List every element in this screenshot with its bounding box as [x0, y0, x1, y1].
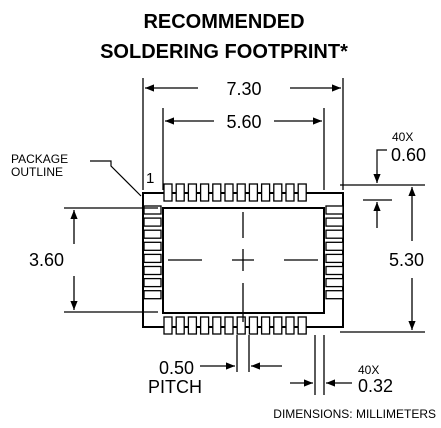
package-outline-label-1: PACKAGE — [11, 152, 68, 166]
pad-top — [199, 183, 210, 202]
pad-width-count: 40X — [358, 363, 379, 377]
title-line-1: RECOMMENDED — [143, 11, 304, 33]
package-outline-label-2: OUTLINE — [11, 165, 63, 179]
dim-overall-width-label: 7.30 — [226, 79, 261, 99]
pad-bottom — [199, 316, 210, 335]
center-lines — [168, 212, 318, 322]
dim-inner-height-label: 3.60 — [29, 250, 64, 270]
pad-right — [325, 253, 344, 264]
pad-top — [248, 183, 259, 202]
pad-left — [143, 290, 162, 300]
pad-top — [187, 183, 198, 202]
pad-left — [143, 277, 162, 288]
pad-top — [224, 183, 234, 202]
pad-right — [325, 217, 344, 227]
pad-left — [143, 217, 162, 227]
pad-width-value: 0.32 — [358, 376, 393, 396]
title-line-2: SOLDERING FOOTPRINT* — [100, 41, 348, 63]
pad-top — [297, 183, 307, 202]
pad-bottom — [285, 316, 295, 335]
pad-right — [325, 229, 344, 239]
pad-bottom — [224, 316, 234, 335]
pad-left — [143, 253, 162, 264]
pin1-label: 1 — [146, 170, 154, 187]
pad-right — [325, 241, 344, 251]
pad-bottom — [248, 316, 259, 335]
pad-bottom — [163, 316, 173, 335]
pad-right — [325, 277, 344, 288]
pad-left — [143, 229, 162, 239]
units-note: DIMENSIONS: MILLIMETERS — [273, 407, 436, 421]
pad-left — [143, 205, 162, 215]
pad-bottom — [175, 316, 185, 335]
pad-right — [325, 290, 344, 300]
pad-top — [236, 183, 246, 202]
pad-top — [273, 183, 283, 202]
pad-bottom — [212, 316, 222, 335]
dim-pad-span-label: 5.60 — [226, 112, 261, 132]
pad-left — [143, 241, 162, 251]
pad-top — [260, 183, 271, 202]
pitch-label: PITCH — [148, 377, 202, 397]
pad-bottom — [236, 316, 246, 335]
pitch-value: 0.50 — [159, 358, 194, 378]
pad-column-left — [143, 205, 162, 300]
pad-top — [175, 183, 185, 202]
pad-column-right — [325, 205, 344, 300]
pad-bottom — [260, 316, 271, 335]
pad-length-count: 40X — [392, 130, 413, 144]
pad-top — [163, 183, 173, 202]
extension-lines — [64, 78, 425, 395]
pad-top — [285, 183, 295, 202]
pad-row-top — [163, 183, 307, 202]
dim-overall-height-label: 5.30 — [389, 250, 424, 270]
pad-top — [212, 183, 222, 202]
pad-left — [143, 265, 162, 276]
pad-bottom — [273, 316, 283, 335]
pad-row-bottom — [163, 316, 307, 335]
pad-bottom — [297, 316, 307, 335]
pad-bottom — [187, 316, 198, 335]
pad-length-value: 0.60 — [391, 145, 426, 165]
pad-length-leader — [376, 149, 387, 170]
pad-right — [325, 205, 344, 215]
package-outline-leader — [90, 160, 142, 197]
pad-right — [325, 265, 344, 276]
